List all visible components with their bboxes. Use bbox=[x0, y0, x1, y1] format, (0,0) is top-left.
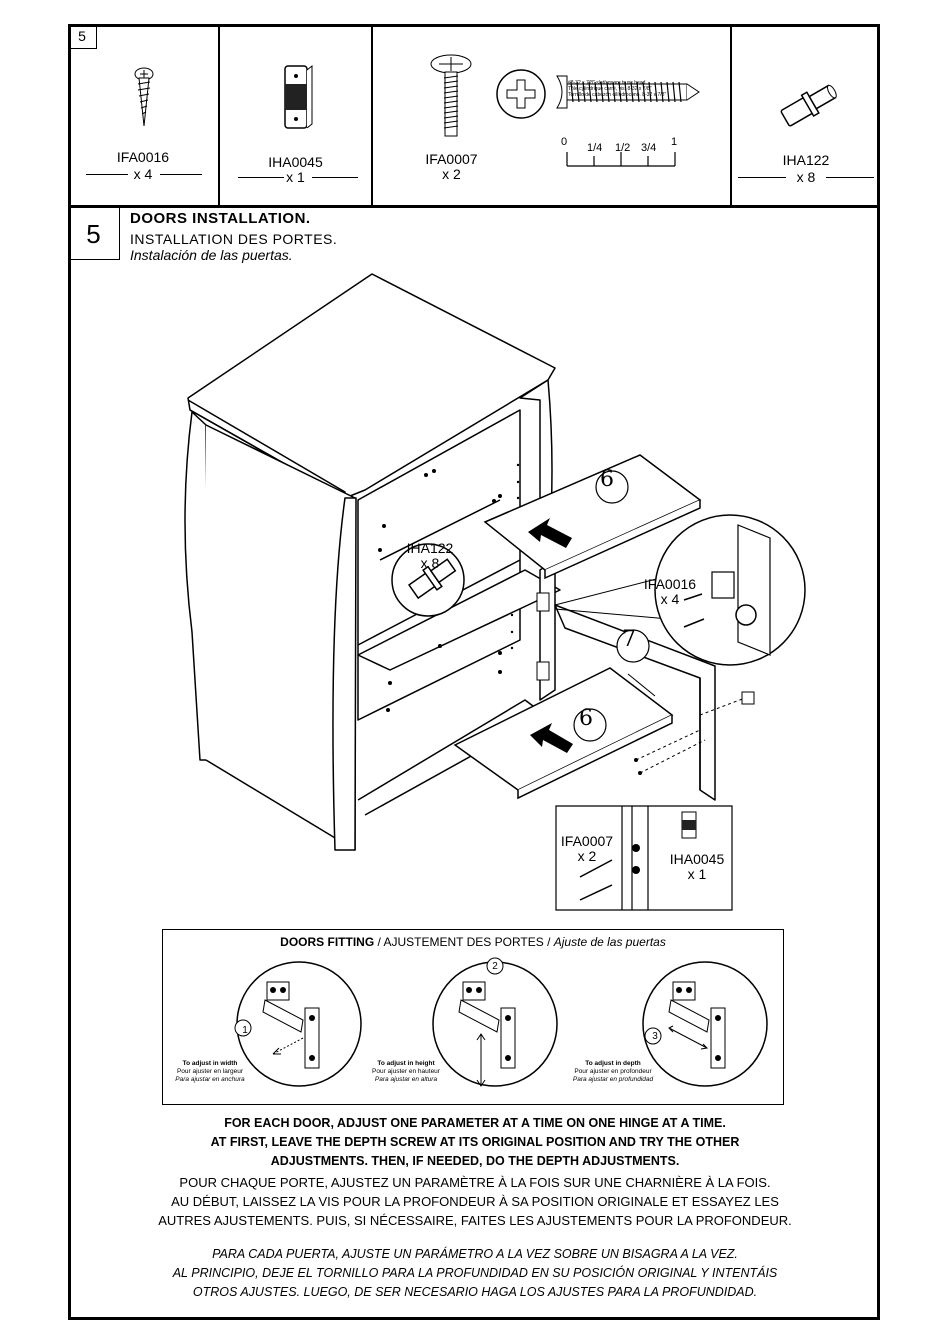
hardware-code: IHA122 bbox=[782, 152, 830, 168]
callout-ifa0007: IFA0007 x 2 bbox=[558, 834, 616, 864]
callout-qty: x 4 bbox=[660, 591, 680, 607]
hardware-cell-ifa0016: IFA0016 x 4 bbox=[68, 24, 220, 205]
note-line: FOR EACH DOOR, ADJUST ONE PARAMETER AT A… bbox=[224, 1116, 726, 1130]
truss-head-screw-icon bbox=[430, 54, 472, 137]
hardware-cell-iha0045: IHA0045 x 1 bbox=[220, 24, 373, 205]
hardware-qty: x 1 bbox=[286, 169, 305, 185]
callout-iha122: IHA122 x 8 bbox=[404, 541, 456, 571]
adjust-step-3: 3 bbox=[652, 1031, 658, 1042]
note-line: ADJUSTMENTS. THEN, IF NEEDED, DO THE DEP… bbox=[270, 1154, 680, 1168]
part-label-shelf-top: 6 bbox=[600, 467, 614, 492]
hinge-adjust-height-illustration bbox=[432, 957, 558, 1087]
divider bbox=[238, 177, 284, 178]
screw-spec-es: Tornillo de cabezón cilíndrocono. 8-32 x… bbox=[568, 92, 667, 98]
ruler-label: 1/4 bbox=[587, 142, 603, 154]
divider bbox=[738, 177, 786, 178]
hardware-row: 5 IFA0016 x 4 IHA0045 x 1 bbox=[68, 24, 880, 208]
callout-code: IHA122 bbox=[406, 540, 454, 556]
insert-arrow-bottom bbox=[530, 723, 573, 753]
doors-fitting-panel: DOORS FITTING / AJUSTEMENT DES PORTES / … bbox=[162, 929, 784, 1105]
caption-es: Para ajustar en anchura bbox=[175, 1076, 245, 1083]
hardware-code: IHA0045 bbox=[268, 154, 323, 170]
step-title-fr: INSTALLATION DES PORTES. bbox=[130, 231, 338, 247]
step-title-es: Instalación de las puertas. bbox=[130, 247, 293, 263]
adjust-note-fr: POUR CHAQUE PORTE, AJUSTEZ UN PARAMÈTRE … bbox=[100, 1173, 850, 1230]
caption-es: Para ajustar en profundidad bbox=[572, 1076, 654, 1083]
callout-code: IFA0016 bbox=[643, 576, 697, 592]
callout-iha0045: IHA0045 x 1 bbox=[668, 852, 726, 882]
note-line: AT FIRST, LEAVE THE DEPTH SCREW AT ITS O… bbox=[210, 1135, 740, 1149]
caption-en: To adjust in depth bbox=[585, 1060, 641, 1067]
caption-en: To adjust in width bbox=[182, 1060, 238, 1067]
caption-fr: Pour ajuster en hauteur bbox=[372, 1068, 440, 1075]
caption-fr: Pour ajuster en largeur bbox=[176, 1068, 244, 1075]
hardware-cell-ifa0007: #8-32 x 7/8" slot/square truss head Tôle… bbox=[373, 24, 732, 205]
adjust-width-caption: To adjust in width Pour ajuster en large… bbox=[155, 1060, 265, 1084]
hardware-cell-iha122: IHA122 x 8 bbox=[732, 24, 880, 205]
step-number: 5 bbox=[68, 208, 120, 260]
adjust-note-es: PARA CADA PUERTA, AJUSTE UN PARÁMETRO A … bbox=[100, 1245, 850, 1302]
adjust-step-2: 2 bbox=[492, 961, 498, 972]
adjust-step-1: 1 bbox=[242, 1025, 248, 1036]
note-line: AL PRINCIPIO, DEJE EL TORNILLO PARA LA P… bbox=[172, 1266, 778, 1280]
note-line: PARA CADA PUERTA, AJUSTE UN PARÁMETRO A … bbox=[212, 1247, 738, 1261]
note-line: OTROS AJUSTES. LUEGO, DE SER NECESARIO H… bbox=[192, 1285, 758, 1299]
note-line: AU DÉBUT, LAISSEZ LA VIS POUR LA PROFOND… bbox=[171, 1194, 779, 1209]
divider bbox=[160, 174, 202, 175]
divider bbox=[312, 177, 358, 178]
hardware-qty: x 8 bbox=[796, 169, 816, 185]
screw-spec-fr: Tôle cylindrique carré, vis. 8-32 x 7/8" bbox=[568, 86, 652, 92]
caption-fr: Pour ajuster en profondeur bbox=[574, 1068, 652, 1075]
part-label-door: 7 bbox=[622, 627, 636, 652]
insert-arrow-top bbox=[528, 518, 572, 548]
ruler-label: 1/2 bbox=[615, 142, 631, 154]
divider bbox=[86, 174, 128, 175]
page-frame bbox=[68, 24, 880, 1320]
hardware-code: IFA0007 bbox=[425, 151, 478, 167]
note-line: POUR CHAQUE PORTE, AJUSTEZ UN PARAMÈTRE … bbox=[179, 1175, 771, 1190]
doors-fitting-title: DOORS FITTING / AJUSTEMENT DES PORTES / … bbox=[163, 935, 783, 949]
cabinet-assembly-diagram bbox=[184, 273, 806, 911]
callout-qty: x 8 bbox=[420, 555, 440, 571]
ruler-label: 1 bbox=[671, 136, 678, 148]
part-label-shelf-bottom: 6 bbox=[579, 706, 593, 731]
screw-head-top-icon bbox=[496, 69, 546, 119]
wood-screw-icon bbox=[134, 67, 154, 127]
fitting-title-en: DOORS FITTING bbox=[280, 935, 375, 949]
step-title-en: DOORS INSTALLATION. bbox=[130, 210, 311, 227]
ruler-label: 3/4 bbox=[641, 142, 657, 154]
caption-en: To adjust in height bbox=[377, 1060, 435, 1067]
door-catch-icon bbox=[284, 64, 313, 129]
callout-qty: x 1 bbox=[687, 866, 707, 882]
note-line: AUTRES AJUSTEMENTS. PUIS, SI NÉCESSAIRE,… bbox=[158, 1213, 792, 1228]
dowel-cam-icon bbox=[780, 84, 837, 127]
callout-code: IHA0045 bbox=[669, 851, 725, 867]
callout-ifa0016: IFA0016 x 4 bbox=[642, 577, 698, 607]
hardware-qty: x 2 bbox=[442, 166, 461, 182]
ruler-label: 0 bbox=[561, 136, 568, 148]
screw-spec: #8-32 x 7/8" slot/square truss head Tôle… bbox=[568, 80, 698, 98]
adjust-note-en: FOR EACH DOOR, ADJUST ONE PARAMETER AT A… bbox=[100, 1114, 850, 1171]
fitting-title-es: Ajuste de las puertas bbox=[553, 935, 666, 949]
hinge-adjust-depth-illustration bbox=[642, 961, 768, 1087]
adjust-height-caption: To adjust in height Pour ajuster en haut… bbox=[351, 1060, 461, 1084]
caption-es: Para ajustar en altura bbox=[374, 1076, 438, 1083]
callout-code: IFA0007 bbox=[560, 833, 614, 849]
fitting-title-fr: / AJUSTEMENT DES PORTES / bbox=[374, 935, 554, 949]
hinge-adjust-width-illustration bbox=[234, 961, 362, 1087]
callout-qty: x 2 bbox=[577, 848, 597, 864]
adjust-depth-caption: To adjust in depth Pour ajuster en profo… bbox=[558, 1060, 668, 1084]
inch-ruler bbox=[566, 152, 676, 167]
divider bbox=[826, 177, 874, 178]
screw-spec-en: #8-32 x 7/8" slot/square truss head bbox=[568, 80, 646, 86]
hardware-qty: x 4 bbox=[133, 166, 153, 182]
screw-side-icon bbox=[556, 75, 700, 109]
hardware-code: IFA0016 bbox=[116, 149, 170, 165]
page-number: 5 bbox=[68, 24, 97, 49]
